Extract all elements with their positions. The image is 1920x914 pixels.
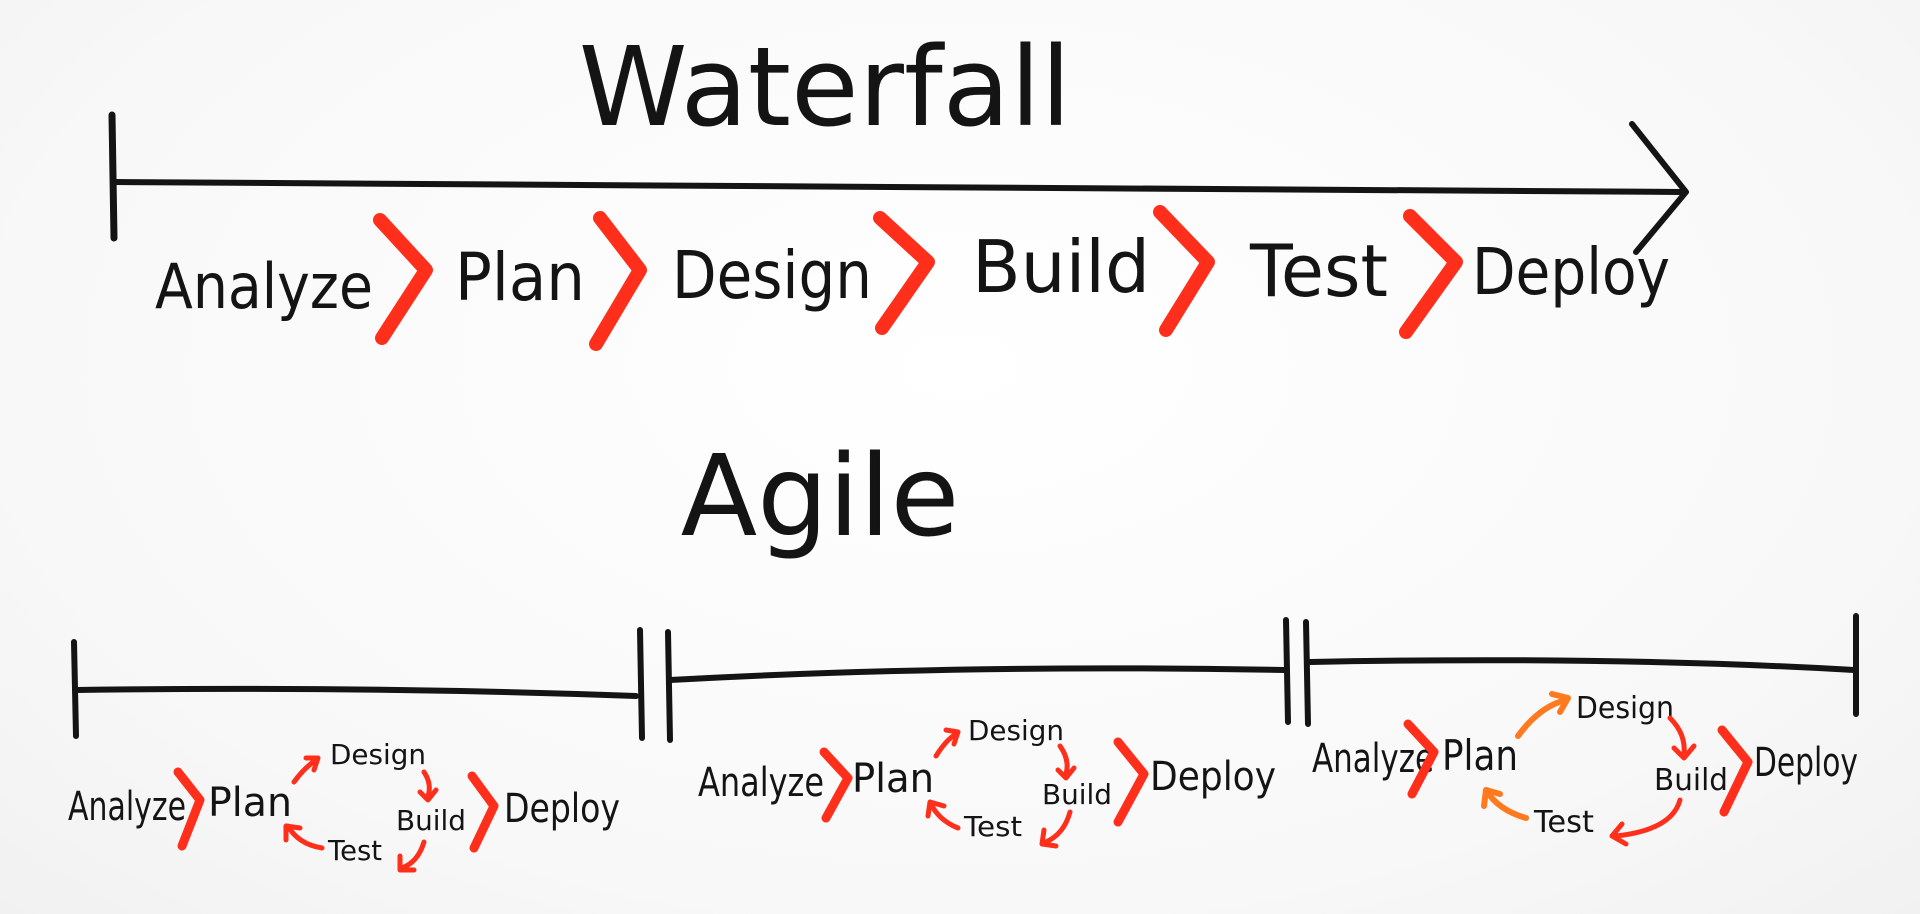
agile-iteration-2: Analyze Plan Design Build Test Deploy <box>698 714 1276 849</box>
agile-iteration-divider-2a <box>1283 617 1291 725</box>
agile-1-arrow-build-test <box>397 839 427 873</box>
waterfall-chevron-5 <box>1399 209 1463 339</box>
agile-title: Agile <box>681 432 960 562</box>
agile-3-chevron-b <box>1717 725 1753 817</box>
waterfall-timeline-line <box>111 179 1685 195</box>
agile-2-arrow-build-test <box>1039 809 1073 849</box>
agile-iteration-divider-2b <box>1303 619 1311 727</box>
agile-1-arrow-plan-design <box>291 755 321 785</box>
waterfall-timeline-start-tick <box>108 111 118 242</box>
agile-2-arrow-design-build <box>1055 743 1077 781</box>
waterfall-chevron-3 <box>873 211 935 335</box>
agile-3-arrow-test-plan <box>1481 787 1529 821</box>
waterfall-stage-deploy: Deploy <box>1472 236 1670 310</box>
agile-3-build: Build <box>1654 763 1728 798</box>
agile-1-chevron-a <box>173 767 205 851</box>
agile-timeline-segment-2 <box>667 665 1287 683</box>
waterfall-stage-plan: Plan <box>455 239 585 316</box>
agile-2-chevron-a <box>819 747 853 823</box>
agile-2-design: Design <box>968 714 1064 747</box>
waterfall-stage-design: Design <box>672 237 872 314</box>
agile-1-build: Build <box>396 804 466 837</box>
agile-3-arrow-plan-design <box>1515 691 1571 739</box>
agile-2-analyze: Analyze <box>698 760 824 806</box>
waterfall-stage-build: Build <box>972 225 1150 309</box>
agile-3-deploy: Deploy <box>1754 740 1858 786</box>
agile-iteration-divider-1b <box>665 629 673 743</box>
agile-3-plan: Plan <box>1442 731 1518 780</box>
agile-1-test: Test <box>327 834 382 867</box>
agile-3-design: Design <box>1576 691 1674 726</box>
agile-1-plan: Plan <box>208 780 292 826</box>
agile-iteration-3: Analyze Plan Design Build Test Deploy <box>1312 691 1858 847</box>
agile-iteration-divider-1a <box>637 627 645 741</box>
agile-1-chevron-b <box>467 771 499 853</box>
agile-timeline-segment-1 <box>73 685 639 699</box>
agile-3-analyze: Analyze <box>1312 736 1434 782</box>
agile-3-chevron-a <box>1403 719 1439 799</box>
agile-timeline-segment-3 <box>1307 657 1857 673</box>
agile-2-plan: Plan <box>852 756 934 802</box>
agile-2-deploy: Deploy <box>1150 754 1276 800</box>
waterfall-stage-analyze: Analyze <box>155 250 373 323</box>
waterfall-chevron-2 <box>589 211 647 351</box>
waterfall-timeline-arrowhead <box>1629 121 1689 255</box>
agile-2-test: Test <box>963 810 1022 843</box>
agile-2-chevron-b <box>1113 737 1149 827</box>
agile-section: Agile Analyze Plan Design Build Test Dep… <box>68 432 1859 873</box>
waterfall-title: Waterfall <box>579 23 1071 151</box>
agile-1-arrow-test-plan <box>283 823 325 851</box>
agile-3-test: Test <box>1533 805 1594 840</box>
agile-3-arrow-build-test <box>1609 797 1683 847</box>
agile-iteration-1: Analyze Plan Design Build Test Deploy <box>68 738 620 873</box>
waterfall-chevron-1 <box>373 213 433 345</box>
waterfall-stage-test: Test <box>1249 229 1388 313</box>
waterfall-chevron-4 <box>1153 205 1215 337</box>
agile-1-arrow-design-build <box>417 769 439 803</box>
waterfall-section: Waterfall Analyze Plan Design Build Test… <box>108 23 1689 351</box>
agile-3-arrow-design-build <box>1667 715 1697 761</box>
agile-1-deploy: Deploy <box>504 786 620 832</box>
agile-1-analyze: Analyze <box>68 784 186 830</box>
agile-2-build: Build <box>1042 778 1112 811</box>
agile-2-arrow-test-plan <box>925 799 961 831</box>
agile-2-arrow-plan-design <box>933 727 961 759</box>
agile-1-design: Design <box>330 738 426 771</box>
